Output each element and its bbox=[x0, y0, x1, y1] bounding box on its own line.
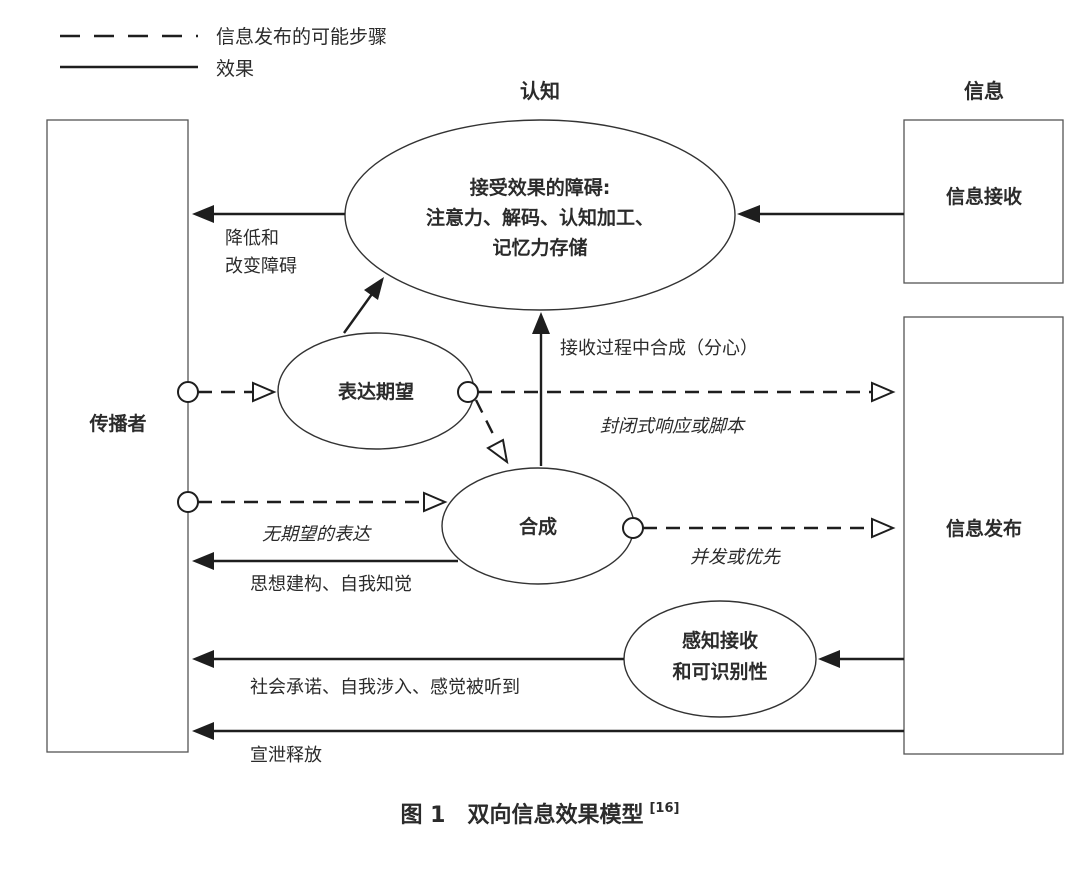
arrowhead-receive-to-barriers bbox=[737, 205, 760, 223]
legend-dashed-label: 信息发布的可能步骤 bbox=[216, 26, 387, 48]
label-concurrent: 并发或优先 bbox=[690, 547, 781, 568]
label-self-construct: 思想建构、自我知觉 bbox=[250, 574, 412, 595]
info-publish-box bbox=[903, 316, 1064, 755]
origin-dot-expectation bbox=[457, 381, 479, 403]
arrowhead-synthesis-to-publish bbox=[871, 517, 896, 539]
synthesis-label: 合成 bbox=[519, 515, 557, 538]
figure-caption: 图 1 双向信息效果模型 [16] bbox=[401, 801, 680, 828]
communicator-label: 传播者 bbox=[88, 412, 146, 435]
legend-solid-label: 效果 bbox=[216, 58, 254, 80]
arrow-expectation-to-synthesis bbox=[474, 399, 498, 441]
label-synthesis-in-receive: 接收过程中合成（分心） bbox=[560, 338, 758, 359]
caption-reference: [16] bbox=[649, 801, 679, 816]
label-social-commit: 社会承诺、自我涉入、感觉被听到 bbox=[250, 677, 520, 698]
arrowhead-expectation-to-publish bbox=[871, 381, 896, 403]
label-closed-response: 封闭式响应或脚本 bbox=[600, 416, 746, 437]
info-publish-label: 信息发布 bbox=[946, 517, 1022, 540]
arrowhead-publish-to-perceived bbox=[818, 650, 840, 668]
label-reduce-change-line-2: 改变障碍 bbox=[225, 256, 297, 277]
dashed-arrows bbox=[177, 381, 896, 539]
info-receive-box bbox=[903, 119, 1064, 284]
caption-text: 图 1 双向信息效果模型 bbox=[401, 802, 644, 828]
barriers-line-1: 接受效果的障碍: bbox=[470, 176, 611, 199]
arrowhead-synthesis-to-barriers bbox=[532, 312, 550, 334]
arrowhead-expectation-to-synthesis bbox=[486, 438, 509, 465]
expectation-label: 表达期望 bbox=[338, 380, 414, 403]
header-cognition: 认知 bbox=[520, 79, 560, 103]
arrow-expectation-to-barriers bbox=[343, 293, 373, 334]
communicator-box bbox=[46, 119, 189, 753]
header-information: 信息 bbox=[964, 79, 1004, 103]
label-reduce-change-line-1: 降低和 bbox=[225, 228, 279, 249]
arrowhead-barriers-to-communicator bbox=[192, 205, 214, 223]
label-no-expectation: 无期望的表达 bbox=[262, 524, 372, 545]
solid-arrows bbox=[192, 205, 904, 740]
arrowhead-synthesis-to-communicator bbox=[192, 552, 214, 570]
arrowhead-communicator-to-synthesis bbox=[423, 491, 448, 513]
svg-text:图 1 双向信息效果模型[16]: 图 1 双向信息效果模型 [16] bbox=[401, 801, 680, 828]
arrowhead-perceived-to-communicator bbox=[192, 650, 214, 668]
barriers-line-2: 注意力、解码、认知加工、 bbox=[426, 206, 654, 229]
origin-dot-communicator-expectation bbox=[177, 381, 199, 403]
arrowhead-expectation-to-barriers bbox=[364, 277, 384, 300]
perceived-line-1: 感知接收 bbox=[682, 629, 758, 652]
perceived-ellipse bbox=[623, 600, 817, 718]
origin-dot-communicator-synthesis bbox=[177, 491, 199, 513]
legend: 信息发布的可能步骤 效果 bbox=[60, 26, 387, 80]
arrowhead-publish-to-communicator bbox=[192, 722, 214, 740]
perceived-line-2: 和可识别性 bbox=[672, 660, 767, 683]
origin-dot-synthesis bbox=[622, 517, 644, 539]
arrowhead-communicator-to-expectation bbox=[252, 381, 277, 403]
label-release: 宣泄释放 bbox=[250, 745, 322, 766]
barriers-line-3: 记忆力存储 bbox=[492, 236, 587, 259]
info-receive-label: 信息接收 bbox=[946, 185, 1022, 208]
